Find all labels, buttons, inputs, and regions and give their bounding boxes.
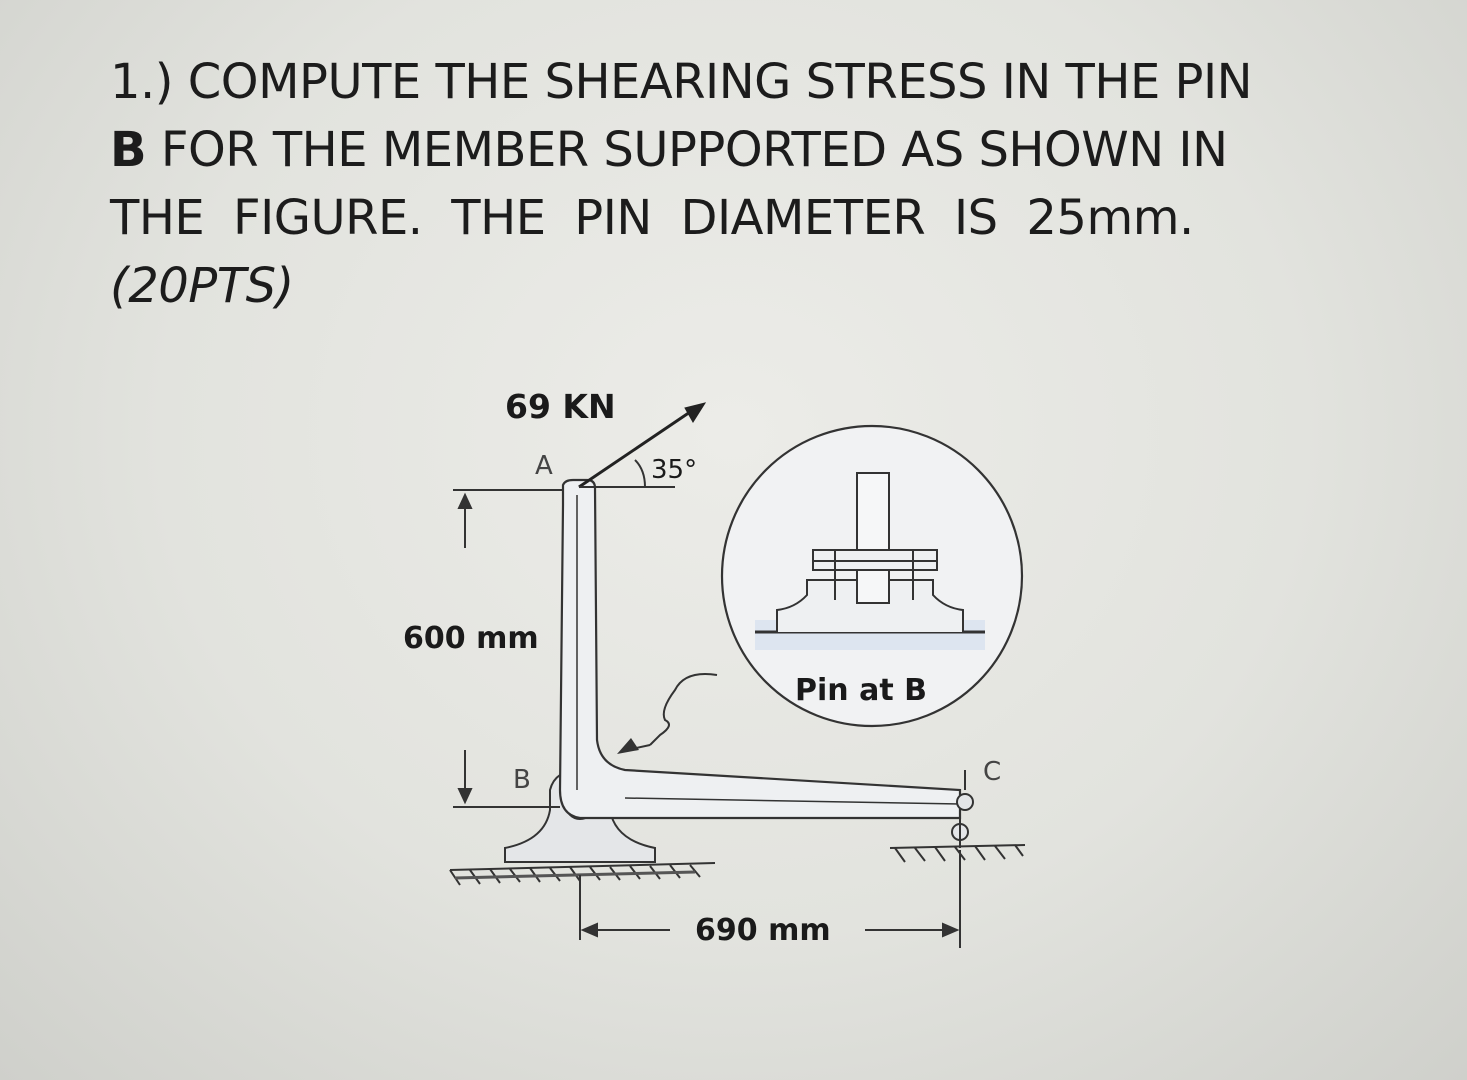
points-label: (20PTS) xyxy=(110,258,294,314)
l-member xyxy=(558,478,962,820)
question-line-2: B FOR THE MEMBER SUPPORTED AS SHOWN IN xyxy=(110,116,1290,184)
question-text: 1.) COMPUTE THE SHEARING STRESS IN THE P… xyxy=(110,48,1290,320)
pin-detail xyxy=(617,424,1024,754)
angle-label: 35° xyxy=(651,455,697,485)
dimension-horizontal xyxy=(579,850,961,948)
force-arrow xyxy=(578,402,707,489)
member-figure: 69 KN 35° A 600 mm B C 690 mm Pin at B xyxy=(403,387,1026,948)
point-a-label: A xyxy=(535,451,553,481)
question-line-3: THE FIGURE. THE PIN DIAMETER IS 25mm. xyxy=(110,190,1194,246)
ground-right xyxy=(889,844,1026,863)
height-dimension-label: 600 mm xyxy=(403,621,539,656)
pin-label-bold: B xyxy=(110,122,147,178)
dimension-bottom-line xyxy=(453,750,560,808)
width-dimension-label: 690 mm xyxy=(695,913,831,948)
ground-left xyxy=(449,862,716,886)
question-line-1: 1.) COMPUTE THE SHEARING STRESS IN THE P… xyxy=(110,54,1253,110)
angle-marker xyxy=(579,459,675,488)
point-c-label: C xyxy=(983,757,1001,787)
force-label: 69 KN xyxy=(505,387,616,426)
dimension-top-line xyxy=(453,489,563,548)
point-b-label: B xyxy=(513,765,531,795)
question-line-2-rest: FOR THE MEMBER SUPPORTED AS SHOWN IN xyxy=(146,122,1228,178)
pin-c xyxy=(951,770,974,848)
pin-detail-label: Pin at B xyxy=(795,673,927,708)
